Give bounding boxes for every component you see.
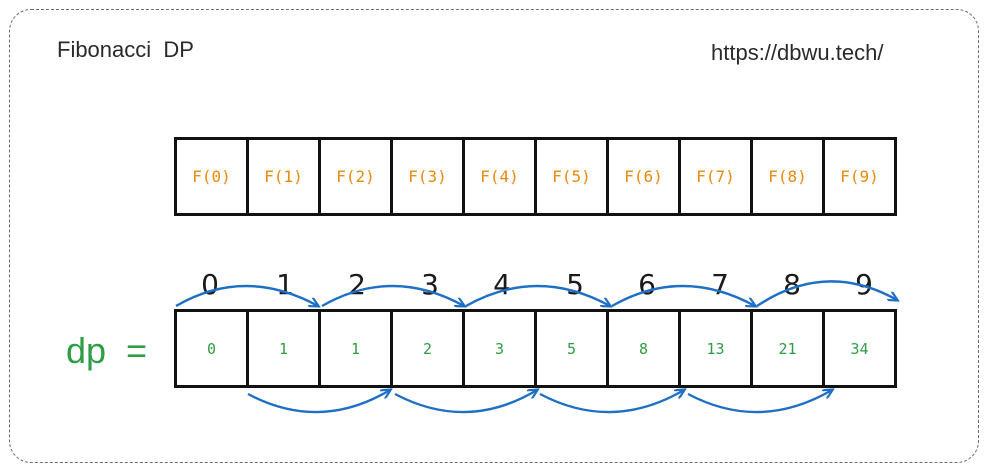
dp-cell: 13 <box>681 309 753 388</box>
f-cell: F(4) <box>465 137 537 216</box>
diagram-frame <box>9 9 979 463</box>
top-arrow <box>465 284 610 306</box>
dp-array: 0 1 1 2 3 5 8 13 21 34 <box>174 309 897 388</box>
dp-cell: 3 <box>465 309 537 388</box>
dp-cell: 21 <box>753 309 825 388</box>
index-label: 8 <box>783 268 801 301</box>
dp-cell: 1 <box>249 309 321 388</box>
index-label: 9 <box>855 268 873 301</box>
top-arrow <box>321 284 464 306</box>
f-cell: F(7) <box>681 137 753 216</box>
bottom-arrow <box>687 390 832 414</box>
f-cell: F(1) <box>249 137 321 216</box>
f-cell: F(6) <box>609 137 681 216</box>
dp-cell: 5 <box>537 309 609 388</box>
dp-cell: 34 <box>825 309 897 388</box>
f-cell: F(8) <box>753 137 825 216</box>
source-url: https://dbwu.tech/ <box>711 40 884 65</box>
top-arrow <box>175 284 318 306</box>
dp-label: dp = <box>66 330 148 371</box>
bottom-arrow <box>247 390 390 414</box>
f-cell: F(5) <box>537 137 609 216</box>
dp-cell: 0 <box>177 309 249 388</box>
f-cell: F(9) <box>825 137 897 216</box>
diagram-title: Fibonacci DP <box>57 37 194 62</box>
f-array: F(0) F(1) F(2) F(3) F(4) F(5) F(6) F(7) … <box>174 137 897 216</box>
top-arrow <box>756 280 897 307</box>
dp-cell: 2 <box>393 309 465 388</box>
f-cell: F(2) <box>321 137 393 216</box>
dp-cell: 8 <box>609 309 681 388</box>
bottom-arrow <box>539 390 684 414</box>
f-cell: F(0) <box>177 137 249 216</box>
f-cell: F(3) <box>393 137 465 216</box>
top-arrow <box>611 284 755 306</box>
bottom-arrow <box>394 390 537 414</box>
dp-cell: 1 <box>321 309 393 388</box>
